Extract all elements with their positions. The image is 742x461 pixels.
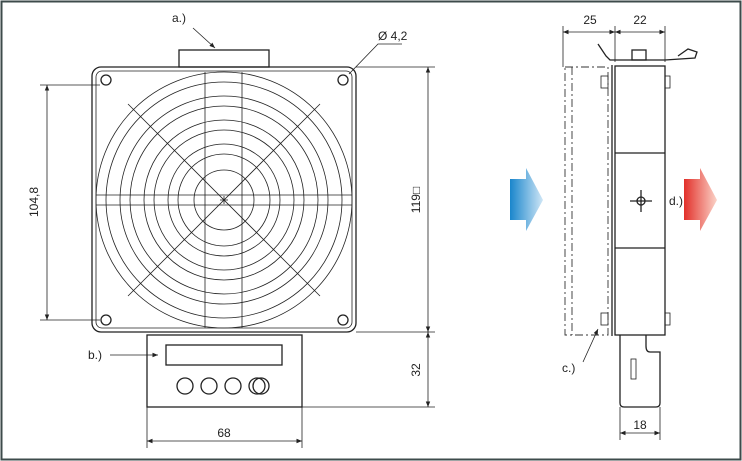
- mounting-holes: [100, 74, 349, 326]
- callout-d: d.): [669, 194, 683, 208]
- heater-body: [614, 65, 666, 336]
- grille: [95, 71, 353, 329]
- airflow-in-arrow: [510, 168, 543, 231]
- din-clip: [597, 43, 698, 61]
- callout-c: c.): [562, 361, 575, 375]
- foot: [619, 335, 661, 408]
- top-tab: [178, 49, 270, 68]
- housing: [91, 66, 357, 333]
- callout-a: a.): [172, 11, 186, 25]
- dim-bottom-width: 68: [217, 426, 231, 440]
- crosshair-icon: [630, 190, 652, 212]
- dim-fan-depth: 25: [583, 13, 597, 27]
- top-nut: [631, 49, 647, 61]
- dim-housing-size: 119□: [409, 187, 423, 213]
- dim-foot-width: 18: [633, 418, 647, 432]
- bottom-box: [146, 334, 303, 408]
- display-window: [165, 344, 283, 366]
- front-view: 104,8 119□ 32 68 a.) b.) Ø 4,2: [27, 11, 435, 448]
- dim-hole-diameter: Ø 4,2: [378, 29, 408, 43]
- airflow-out-arrow: [684, 168, 717, 231]
- callout-b: b.): [88, 348, 102, 362]
- side-view: 25 22 18 c.) d.): [562, 13, 698, 440]
- fan-outline: [564, 66, 609, 336]
- dim-bottom-height: 32: [409, 363, 423, 377]
- dim-hole-spacing: 104,8: [27, 187, 41, 217]
- dim-body-depth: 22: [633, 13, 647, 27]
- terminal-screws: [176, 377, 270, 395]
